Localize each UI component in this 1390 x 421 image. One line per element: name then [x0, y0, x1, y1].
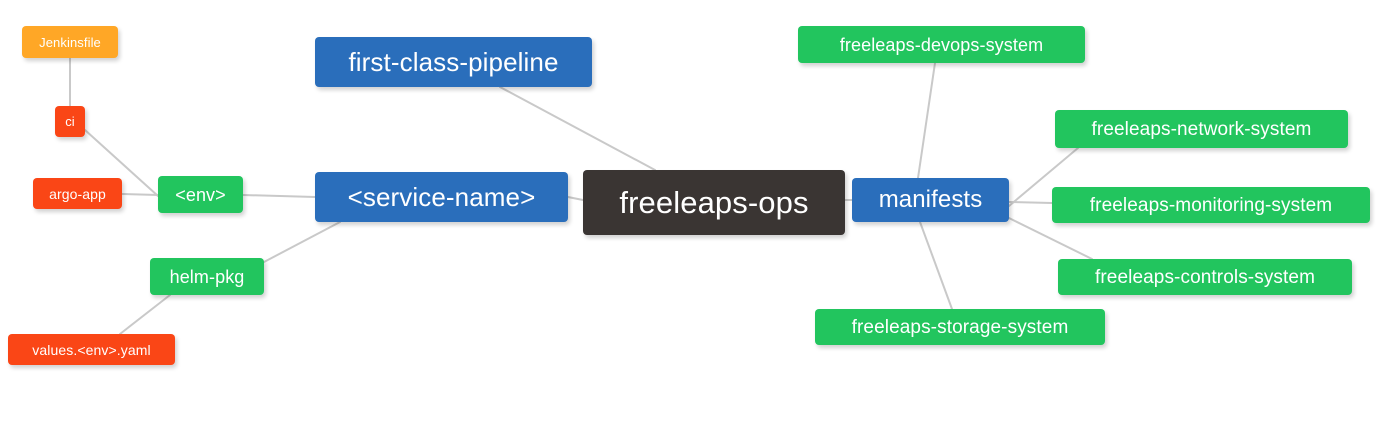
node-service-name[interactable]: <service-name> — [315, 172, 568, 222]
node-label: freeleaps-network-system — [1091, 118, 1312, 140]
node-label: <env> — [175, 184, 226, 205]
edge-argo-app-to-env — [121, 193, 159, 196]
edge-manifests-to-devops-sys — [917, 62, 936, 179]
node-label: helm-pkg — [169, 266, 245, 287]
edge-fcp-to-freeleaps-ops — [499, 86, 656, 171]
node-label: manifests — [878, 186, 983, 213]
node-ci[interactable]: ci — [55, 106, 85, 137]
node-label: freeleaps-monitoring-system — [1089, 194, 1333, 216]
node-fcp[interactable]: first-class-pipeline — [315, 37, 592, 87]
node-storage-sys[interactable]: freeleaps-storage-system — [815, 309, 1105, 345]
node-label: ci — [65, 114, 75, 129]
node-jenkinsfile[interactable]: Jenkinsfile — [22, 26, 118, 58]
node-argo-app[interactable]: argo-app — [33, 178, 122, 209]
node-env[interactable]: <env> — [158, 176, 243, 213]
node-label: first-class-pipeline — [348, 47, 559, 77]
node-controls-sys[interactable]: freeleaps-controls-system — [1058, 259, 1352, 295]
node-helm-pkg[interactable]: helm-pkg — [150, 258, 264, 295]
node-values-yaml[interactable]: values.<env>.yaml — [8, 334, 175, 365]
node-network-sys[interactable]: freeleaps-network-system — [1055, 110, 1348, 148]
node-label: freeleaps-storage-system — [851, 316, 1069, 338]
node-monitoring-sys[interactable]: freeleaps-monitoring-system — [1052, 187, 1370, 223]
node-freeleaps-ops[interactable]: freeleaps-ops — [583, 170, 845, 235]
edge-service-name-to-helm-pkg — [263, 221, 341, 263]
node-label: <service-name> — [347, 182, 536, 212]
node-label: Jenkinsfile — [39, 34, 101, 50]
edge-helm-pkg-to-values-yaml — [119, 294, 171, 335]
edge-manifests-to-storage-sys — [919, 221, 953, 310]
edge-manifests-to-monitoring-sys — [1008, 201, 1053, 204]
edge-env-to-service-name — [242, 194, 316, 198]
node-label: freeleaps-ops — [619, 185, 809, 220]
node-label: argo-app — [49, 185, 106, 202]
edge-service-name-to-freeleaps-ops — [567, 196, 584, 201]
node-devops-sys[interactable]: freeleaps-devops-system — [798, 26, 1085, 63]
node-label: values.<env>.yaml — [32, 341, 151, 358]
node-manifests[interactable]: manifests — [852, 178, 1009, 222]
node-label: freeleaps-devops-system — [839, 34, 1044, 55]
edge-manifests-to-controls-sys — [1008, 217, 1093, 260]
node-label: freeleaps-controls-system — [1094, 266, 1316, 288]
